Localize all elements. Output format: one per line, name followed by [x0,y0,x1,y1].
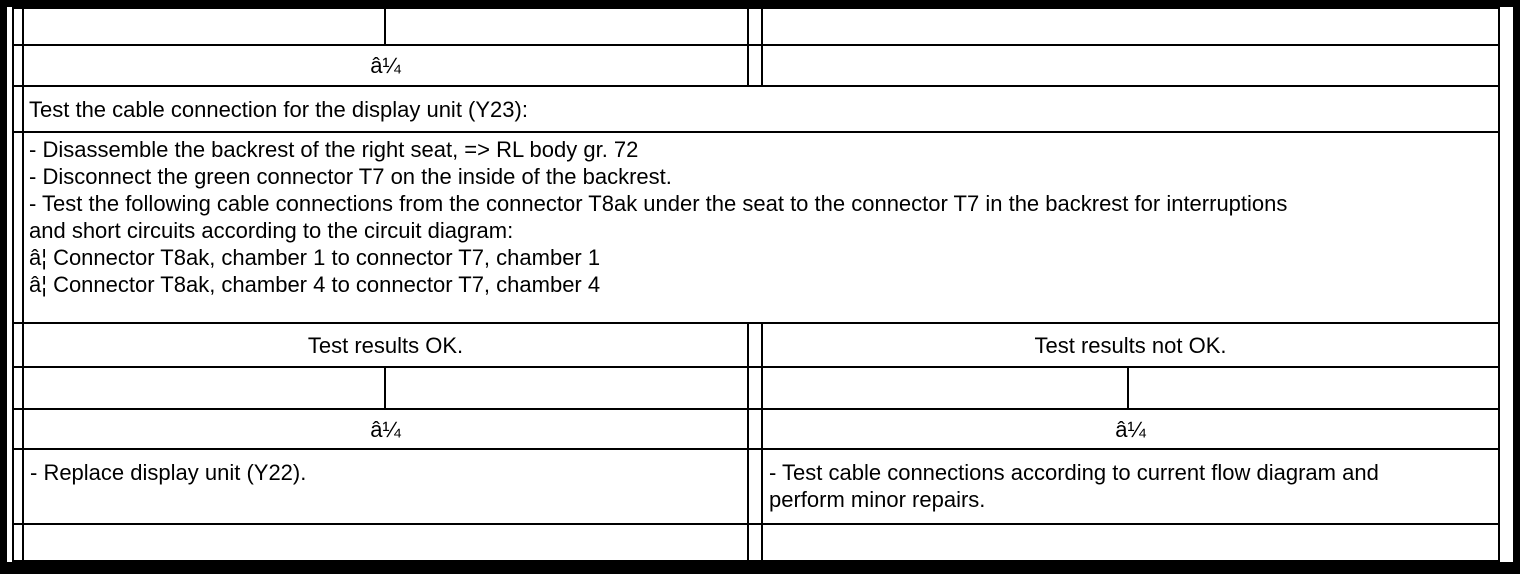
entry-right-cell-2 [763,46,1498,85]
test-title: Test the cable connection for the displa… [24,87,1498,131]
not-ok-branch-cell-b [1129,368,1498,408]
left-margin-cell [14,450,22,523]
center-gap-cell [749,525,761,560]
ok-down-arrow-icon: â¼ [24,410,747,448]
left-margin-cell [14,46,22,85]
left-margin-cell [14,87,22,131]
left-margin-cell [14,525,22,560]
diagnostic-flow-table: â¼ Test the cable connection for the dis… [12,7,1500,562]
entry-down-arrow-icon: â¼ [24,46,747,85]
entry-right-cell [763,9,1498,44]
left-margin-cell [14,133,22,322]
left-margin-cell [14,9,22,44]
bottom-right-cell [763,525,1498,560]
not-ok-down-arrow-icon: â¼ [763,410,1498,448]
center-gap-cell [749,410,761,448]
center-gap-cell [749,324,761,366]
center-gap-cell [749,46,761,85]
entry-left-cell-b [386,9,747,44]
ok-branch-cell-a [24,368,384,408]
center-gap-cell [749,9,761,44]
left-margin-cell [14,410,22,448]
left-margin-cell [14,368,22,408]
ok-action: - Replace display unit (Y22). [24,450,747,523]
ok-branch-cell-b [386,368,747,408]
entry-left-cell-a [24,9,384,44]
result-not-ok-label: Test results not OK. [763,324,1498,366]
center-gap-cell [749,450,761,523]
result-ok-label: Test results OK. [24,324,747,366]
not-ok-branch-cell-a [763,368,1127,408]
test-steps: - Disassemble the backrest of the right … [24,133,1498,322]
left-margin-cell [14,324,22,366]
not-ok-action: - Test cable connections according to cu… [763,450,1498,523]
center-gap-cell [749,368,761,408]
bottom-left-cell [24,525,747,560]
